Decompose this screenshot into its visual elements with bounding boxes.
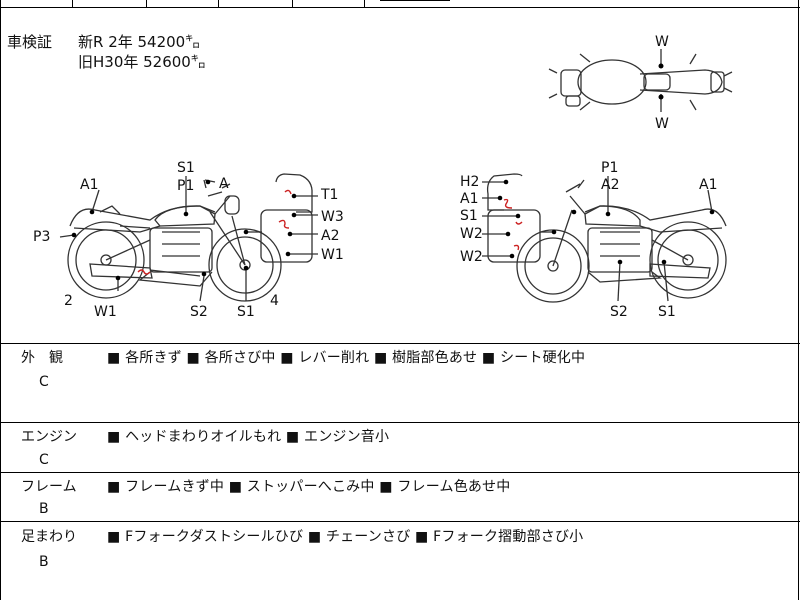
section-grade-engine: C — [39, 452, 49, 468]
right-label-a1-left: A1 — [460, 191, 479, 207]
right-label-w2-b: W2 — [460, 249, 483, 265]
section-grade-suspension: B — [39, 554, 49, 570]
left-border — [0, 0, 1, 600]
section-notes-suspension: ■ Fフォークダストシールひび ■ チェーンさび ■ Fフォーク摺動部さび小 — [107, 529, 584, 545]
section-divider-2 — [0, 422, 800, 423]
top-cell-divider-1 — [72, 0, 73, 8]
left-label-p1: P1 — [177, 178, 195, 194]
top-view-label-front: W — [655, 34, 669, 50]
left-label-w3: W3 — [321, 209, 344, 225]
right-label-s2: S2 — [610, 304, 628, 320]
section-divider-1 — [0, 343, 800, 344]
section-notes-frame: ■ フレームきず中 ■ ストッパーへこみ中 ■ フレーム色あせ中 — [107, 479, 511, 495]
right-border — [798, 0, 799, 600]
right-label-a1-far: A1 — [699, 177, 718, 193]
right-label-w2-a: W2 — [460, 226, 483, 242]
section-notes-engine: ■ ヘッドまわりオイルもれ ■ エンジン音小 — [107, 429, 390, 445]
right-label-s1-left: S1 — [460, 208, 478, 224]
left-label-t1: T1 — [321, 187, 339, 203]
left-label-s2: S2 — [190, 304, 208, 320]
section-title-engine: エンジン — [21, 429, 77, 445]
top-cell-fragment — [380, 0, 450, 1]
left-label-num4: 4 — [270, 293, 279, 309]
left-label-w1-bottom: W1 — [94, 304, 117, 320]
top-cell-divider-4 — [292, 0, 293, 8]
section-grade-frame: B — [39, 501, 49, 517]
section-divider-4 — [0, 521, 800, 522]
top-cell-divider-2 — [146, 0, 147, 8]
left-label-p3: P3 — [33, 229, 51, 245]
registration-label: 車検証 — [7, 33, 53, 51]
section-title-suspension: 足まわり — [21, 529, 77, 545]
left-label-w1-right: W1 — [321, 247, 344, 263]
right-label-a2: A2 — [601, 177, 620, 193]
top-cell-divider-3 — [218, 0, 219, 8]
section-divider-3 — [0, 472, 800, 473]
registration-old: 旧H30年 52600㌔ — [78, 53, 206, 71]
left-label-a2: A2 — [321, 228, 340, 244]
left-label-s1-top: S1 — [177, 160, 195, 176]
section-grade-exterior: C — [39, 374, 49, 390]
left-label-a-top: A — [219, 176, 229, 192]
right-label-h2: H2 — [460, 174, 480, 190]
right-label-p1: P1 — [601, 160, 619, 176]
section-notes-exterior: ■ 各所きず ■ 各所さび中 ■ レバー削れ ■ 樹脂部色あせ ■ シート硬化中 — [107, 350, 586, 366]
section-title-exterior: 外 観 — [21, 350, 63, 366]
right-label-s1-bottom: S1 — [658, 304, 676, 320]
left-label-a1: A1 — [80, 177, 99, 193]
registration-new: 新R 2年 54200㌔ — [78, 33, 201, 51]
left-label-num2: 2 — [64, 293, 73, 309]
top-divider — [0, 7, 800, 8]
section-title-frame: フレーム — [21, 479, 77, 495]
left-label-s1-bottom: S1 — [237, 304, 255, 320]
top-cell-divider-5 — [364, 0, 365, 8]
top-view-label-rear: W — [655, 116, 669, 132]
